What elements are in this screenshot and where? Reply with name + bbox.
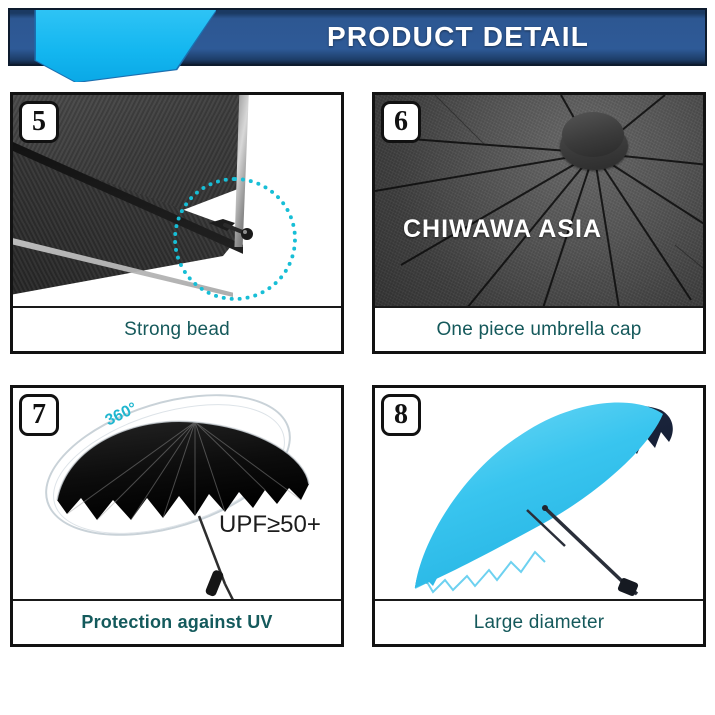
panel-8-image: 8 [375, 388, 703, 601]
product-detail-panel-5[interactable]: 5 Strong bead [10, 92, 344, 354]
panel-number-text: 8 [394, 399, 408, 430]
brand-watermark: CHIWAWA ASIA [403, 215, 603, 243]
panel-number-badge-8: 8 [381, 394, 421, 436]
bead-highlight-circle [173, 177, 297, 301]
page-header-banner: PRODUCT DETAIL [8, 8, 707, 82]
panel-6-caption: One piece umbrella cap [436, 318, 642, 340]
upf-rating-label: UPF≥50+ [219, 511, 321, 538]
panel-number-badge-6: 6 [381, 101, 421, 143]
panel-5-caption-bar: Strong bead [13, 306, 341, 351]
page-title: PRODUCT DETAIL [326, 21, 590, 52]
panel-number-text: 7 [32, 399, 46, 430]
panel-number-badge-5: 5 [19, 101, 59, 143]
panel-number-badge-7: 7 [19, 394, 59, 436]
product-detail-panel-6[interactable]: CHIWAWA ASIA 6 One piece umbrella cap [372, 92, 706, 354]
fabric-texture-overlay [375, 95, 703, 308]
blue-umbrella-illustration [414, 402, 673, 596]
panel-5-image: 5 [13, 95, 341, 308]
umbrella-cap [560, 112, 628, 172]
panel-number-text: 5 [32, 106, 46, 137]
panel-7-caption: Protection against UV [81, 612, 273, 632]
panel-7-image: 360° UPF≥50+ 7 [13, 388, 341, 601]
panel-number-text: 6 [394, 106, 408, 137]
product-detail-panel-8[interactable]: 8 Large diameter [372, 385, 706, 647]
umbrella-bead-tip-icon [209, 219, 253, 240]
black-umbrella-illustration [56, 420, 310, 601]
panel-8-caption: Large diameter [473, 611, 605, 633]
product-detail-panel-7[interactable]: 360° UPF≥50+ 7 Protection against UV [10, 385, 344, 647]
umbrella-cap-top [562, 112, 624, 157]
panel-8-caption-bar: Large diameter [375, 599, 703, 644]
panel-7-caption-bar: Protection against UV [13, 599, 341, 644]
umbrella-fabric-surface [375, 95, 703, 308]
panel-6-image: CHIWAWA ASIA 6 [375, 95, 703, 308]
umbrella-panel-seams [375, 95, 703, 308]
panel-6-caption-bar: One piece umbrella cap [375, 306, 703, 351]
panel-5-caption: Strong bead [124, 318, 230, 340]
